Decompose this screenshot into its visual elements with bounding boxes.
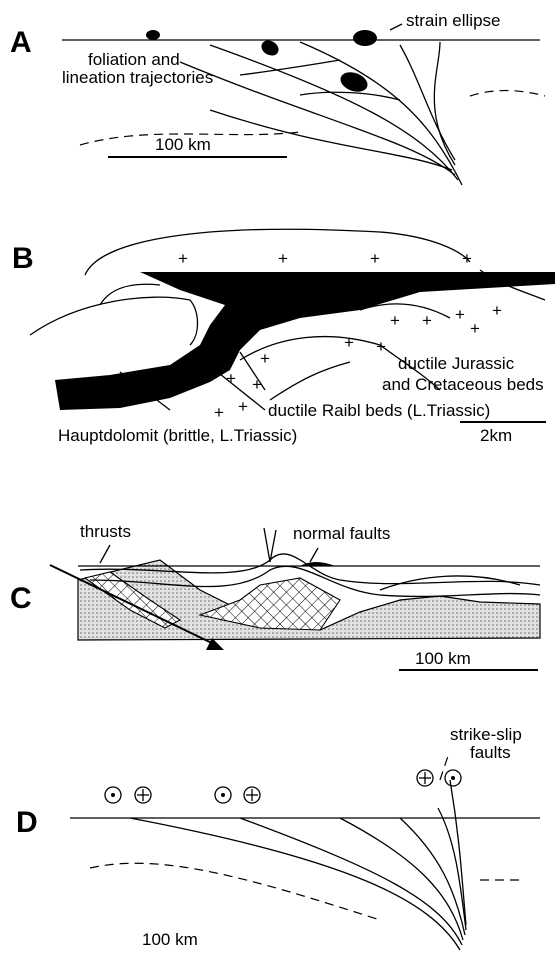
svg-text:+: + [238,397,248,416]
panel-b-raibl-label: ductile Raibl beds (L.Triassic) [268,401,490,420]
strain-leader [390,24,402,30]
panel-d-letter: D [16,806,38,839]
panel-a-letter: A [10,26,32,59]
panel-b-letter: B [12,242,34,275]
svg-text:+: + [214,403,224,422]
panel-c-normal-leader [310,548,318,562]
panel-b: B + + + + + + + + + + + + + + + + d [12,229,555,445]
panel-b-hauptdolomit-label: Hauptdolomit (brittle, L.Triassic) [58,426,297,445]
panel-c: C thrusts normal faults 100 km [10,522,540,670]
strain-ellipse-4 [338,69,370,95]
svg-text:+: + [422,311,432,330]
panel-d-dashed-lower [90,863,380,920]
svg-text:+: + [462,249,472,268]
panel-a-foliation-label-2: lineation trajectories [62,68,213,87]
svg-text:+: + [252,375,262,394]
panel-b-lens-1 [30,297,198,345]
panel-b-jurassic-label-1: ductile Jurassic [398,354,515,373]
svg-text:+: + [278,249,288,268]
panel-b-lens-5 [270,362,350,400]
svg-text:+: + [455,305,465,324]
svg-text:+: + [344,333,354,352]
panel-c-normal-label: normal faults [293,524,390,543]
panel-c-letter: C [10,582,32,615]
svg-text:+: + [260,349,270,368]
panel-d-strike-slip-leader [440,756,448,780]
panel-d-strike-label-2: faults [470,743,511,762]
svg-text:+: + [390,311,400,330]
panel-a-foliation-label-1: foliation and [88,50,180,69]
panel-a-dashed-boundary [470,91,545,96]
svg-text:+: + [492,301,502,320]
panel-c-scale-label: 100 km [415,649,471,668]
svg-text:+: + [376,337,386,356]
svg-text:+: + [178,249,188,268]
panel-a: A strain ellipse foliation and lineation… [10,11,545,185]
panel-c-thrusts-leader [100,545,110,563]
panel-a-scale-label: 100 km [155,135,211,154]
panel-d: D strike- [16,725,540,950]
panel-a-strain-label: strain ellipse [406,11,501,30]
strain-ellipse-3 [353,30,377,46]
strike-slip-symbols [105,770,461,803]
panel-a-trajectories [180,42,462,185]
panel-d-faults [130,780,466,950]
panel-c-thrusts-label: thrusts [80,522,131,541]
svg-text:+: + [226,369,236,388]
panel-b-jurassic-label-2: and Cretaceous beds [382,375,544,394]
panel-b-lens-4 [360,304,450,318]
panel-d-strike-label-1: strike-slip [450,725,522,744]
svg-text:+: + [370,249,380,268]
panel-d-scale-label: 100 km [142,930,198,949]
panel-c-layer-3 [380,576,520,590]
panel-b-scale-label: 2km [480,426,512,445]
strain-ellipse-1 [146,30,160,40]
svg-text:+: + [470,319,480,338]
